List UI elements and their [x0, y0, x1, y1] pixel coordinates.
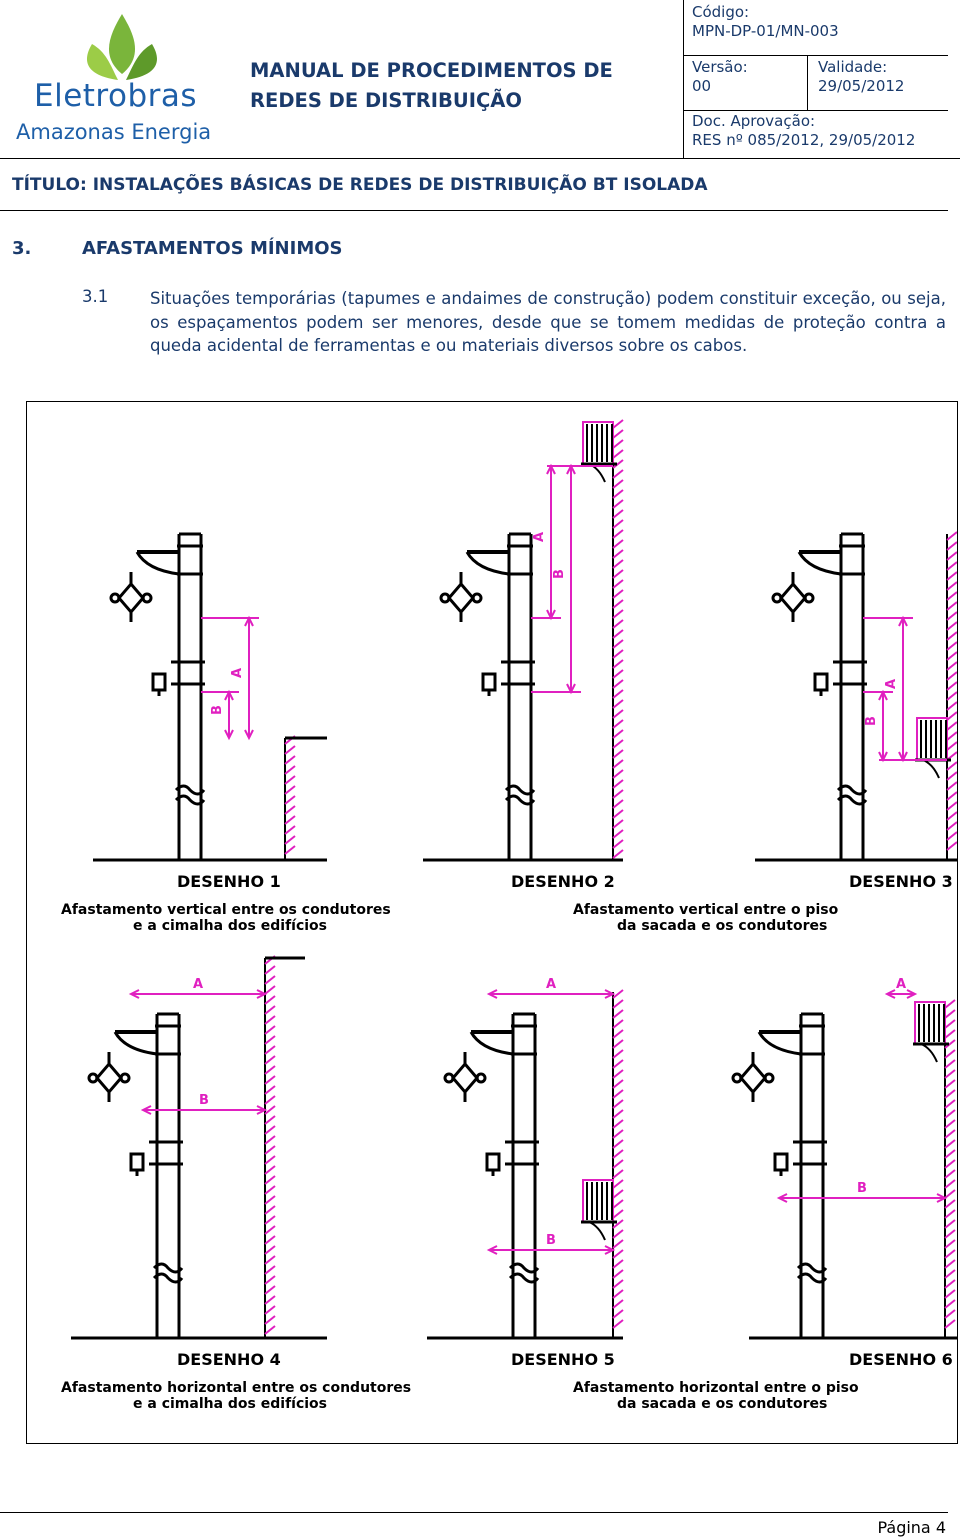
manual-title: MANUAL DE PROCEDIMENTOS DE REDES DE DIST…: [250, 56, 670, 116]
validade-value: 29/05/2012: [818, 77, 905, 95]
insulator-icon: [151, 672, 167, 692]
codigo-value: MPN-DP-01/MN-003: [692, 22, 839, 40]
aprovacao-value: RES nº 085/2012, 29/05/2012: [692, 131, 916, 149]
drawing-5: AB: [427, 977, 624, 1340]
aprovacao-label: Doc. Aprovação:: [692, 112, 816, 130]
dimension-label: A: [532, 532, 547, 542]
validade-label: Validade:: [818, 58, 888, 76]
dimension-label: B: [546, 1233, 556, 1248]
paragraph-text: Situações temporárias (tapumes e andaime…: [150, 289, 946, 355]
drawing-5-label: DESENHO 5: [511, 1350, 615, 1369]
dimension-label: B: [210, 705, 225, 715]
company-logo: Eletrobras Amazonas Energia: [10, 4, 238, 152]
manual-title-line-2: REDES DE DISTRIBUIÇÃO: [250, 89, 522, 112]
lamp-icon: [117, 581, 145, 615]
dimension-label: B: [552, 569, 567, 579]
pole-break: [508, 1262, 540, 1274]
lamp-icon: [739, 1061, 767, 1095]
drawing-4-label: DESENHO 4: [177, 1350, 281, 1369]
dimension-label: A: [546, 977, 556, 992]
dimension-label: B: [857, 1181, 867, 1196]
versao-label: Versão:: [692, 58, 748, 76]
versao-value: 00: [692, 77, 712, 95]
dimension-label: B: [199, 1093, 209, 1108]
drawing-5-caption-line-1: Afastamento horizontal entre o piso: [573, 1380, 859, 1396]
drawing-4: AB: [71, 955, 327, 1340]
manual-title-line-1: MANUAL DE PROCEDIMENTOS DE: [250, 59, 613, 82]
drawing-2-label: DESENHO 2: [511, 872, 615, 891]
pole-break: [504, 784, 536, 796]
drawing-1: AB: [93, 532, 327, 862]
drawing-4-caption-line-1: Afastamento horizontal entre os condutor…: [61, 1380, 411, 1396]
drawing-3: AB: [755, 531, 957, 862]
dimension-label: A: [896, 977, 906, 992]
drawing-5-caption-line-2: da sacada e os condutores: [617, 1396, 827, 1412]
logo-wordmark: Eletrobras: [34, 78, 198, 114]
drawing-6-label: DESENHO 6: [849, 1350, 953, 1369]
insulator-icon: [129, 1152, 145, 1172]
drawing-6: AB: [731, 977, 957, 1340]
logo-subtitle: Amazonas Energia: [16, 120, 212, 144]
pole-break: [152, 1262, 184, 1274]
title-divider: [0, 210, 948, 211]
section-number: 3.: [12, 238, 32, 259]
document-header: Eletrobras Amazonas Energia MANUAL DE PR…: [0, 0, 960, 159]
drawing-2-caption-line-1: Afastamento vertical entre o piso: [573, 902, 839, 918]
page-number: Página 4: [877, 1518, 946, 1537]
drawing-4-caption-line-2: e a cimalha dos edifícios: [133, 1396, 327, 1412]
drawing-2: AB: [423, 419, 624, 862]
insulator-icon: [773, 1152, 789, 1172]
dimension-label: A: [230, 668, 245, 678]
drawing-1-label: DESENHO 1: [177, 872, 281, 891]
insulator-icon: [485, 1152, 501, 1172]
lamp-icon: [451, 1061, 479, 1095]
document-title: TÍTULO: INSTALAÇÕES BÁSICAS DE REDES DE …: [12, 175, 708, 195]
lamp-icon: [779, 581, 807, 615]
footer-divider: [0, 1512, 948, 1513]
pole-break: [796, 1262, 828, 1274]
section-heading: 3. AFASTAMENTOS MÍNIMOS: [12, 238, 343, 259]
drawing-1-caption-line-2: e a cimalha dos edifícios: [133, 918, 327, 934]
codigo-label: Código:: [692, 3, 750, 21]
insulator-icon: [481, 672, 497, 692]
drawing-1-caption-line-1: Afastamento vertical entre os condutores: [61, 902, 391, 918]
dimension-label: A: [193, 977, 203, 992]
document-info-box: Código: MPN-DP-01/MN-003 Versão: 00 Vali…: [683, 0, 960, 158]
lamp-icon: [447, 581, 475, 615]
pole-break: [174, 784, 206, 796]
paragraph-number: 3.1: [82, 287, 109, 306]
lamp-icon: [95, 1061, 123, 1095]
drawing-2-caption-line-2: da sacada e os condutores: [617, 918, 827, 934]
section-title: AFASTAMENTOS MÍNIMOS: [82, 238, 343, 259]
dimension-label: A: [884, 679, 899, 689]
dimension-label: B: [864, 716, 879, 726]
logo-leaf-icon: [87, 14, 157, 80]
drawing-3-label: DESENHO 3: [849, 872, 953, 891]
pole-break: [836, 784, 868, 796]
insulator-icon: [813, 672, 829, 692]
